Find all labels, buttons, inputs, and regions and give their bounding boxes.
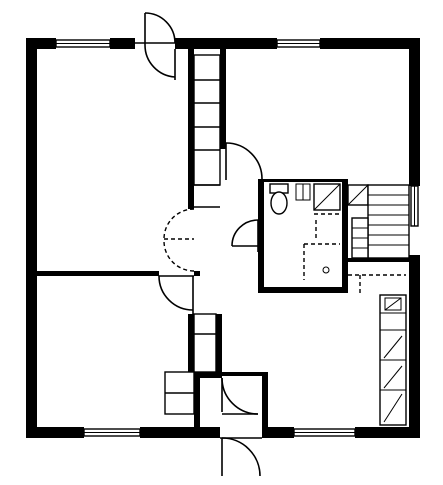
- double-door-bedroom: [163, 208, 195, 272]
- interior-walls: [37, 49, 409, 438]
- balcony-door: [135, 12, 176, 80]
- windows: [55, 39, 419, 437]
- kitchen-counter: [348, 274, 407, 426]
- sauna-stairs: [347, 184, 410, 259]
- entry-door: [220, 377, 262, 477]
- bathroom-fixtures: [269, 183, 341, 280]
- bathroom-door: [231, 219, 259, 252]
- exterior-walls: [26, 38, 420, 438]
- wardrobe-bottom: [164, 313, 217, 415]
- living-room-door: [225, 142, 263, 180]
- wardrobe-column: [193, 54, 221, 208]
- bedroom-bottom-door: [158, 275, 194, 314]
